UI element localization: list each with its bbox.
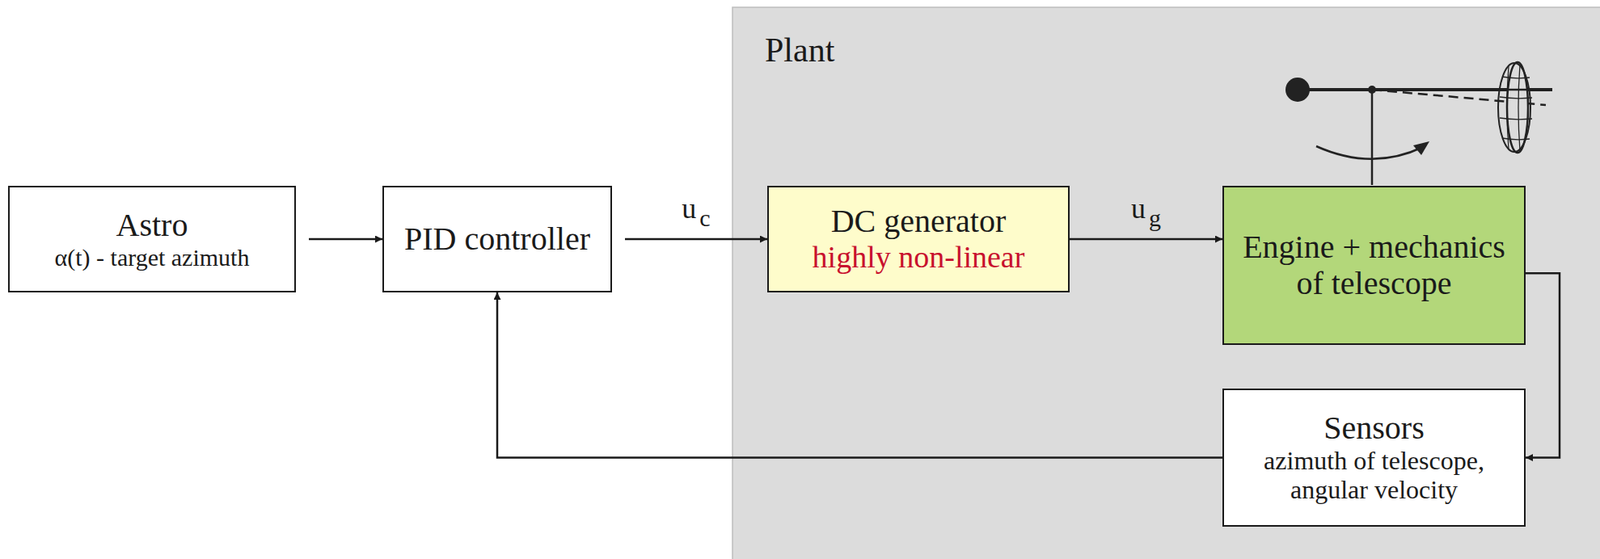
signal-arrow [624, 238, 768, 241]
node-title: Astro [116, 207, 189, 245]
telescope-illustration [1285, 62, 1553, 186]
signal-arrow [1069, 238, 1223, 241]
signal-name: ug [1131, 194, 1161, 224]
source-box: Astroα(t) - target azimuth [8, 185, 296, 293]
node-title: Sensors [1323, 410, 1424, 448]
node-title: Engine + mechanics of telescope [1235, 229, 1513, 303]
node-title: Plant [764, 31, 835, 70]
engine-box: Engine + mechanics of telescope [1222, 185, 1526, 346]
node-subtitle: azimuth of telescope, angular velocity [1235, 447, 1513, 506]
signal-arrow [497, 292, 1223, 459]
signal-arrow [308, 238, 383, 241]
controller-box: PID controller [382, 185, 613, 293]
node-subtitle: highly non-linear [812, 240, 1026, 275]
node-subtitle: α(t) - target azimuth [54, 244, 250, 272]
generator-box: DC generatorhighly non-linear [767, 185, 1070, 293]
node-title: DC generator [831, 203, 1007, 241]
sensor-box: Sensorsazimuth of telescope, angular vel… [1222, 388, 1526, 528]
plant-region: Plant DC generatorhighly non-linear Engine… [732, 7, 1600, 559]
plant-region [732, 7, 1600, 559]
signal-arrow [1525, 273, 1560, 458]
signal-name: uc [681, 194, 710, 224]
node-title: PID controller [404, 221, 591, 258]
